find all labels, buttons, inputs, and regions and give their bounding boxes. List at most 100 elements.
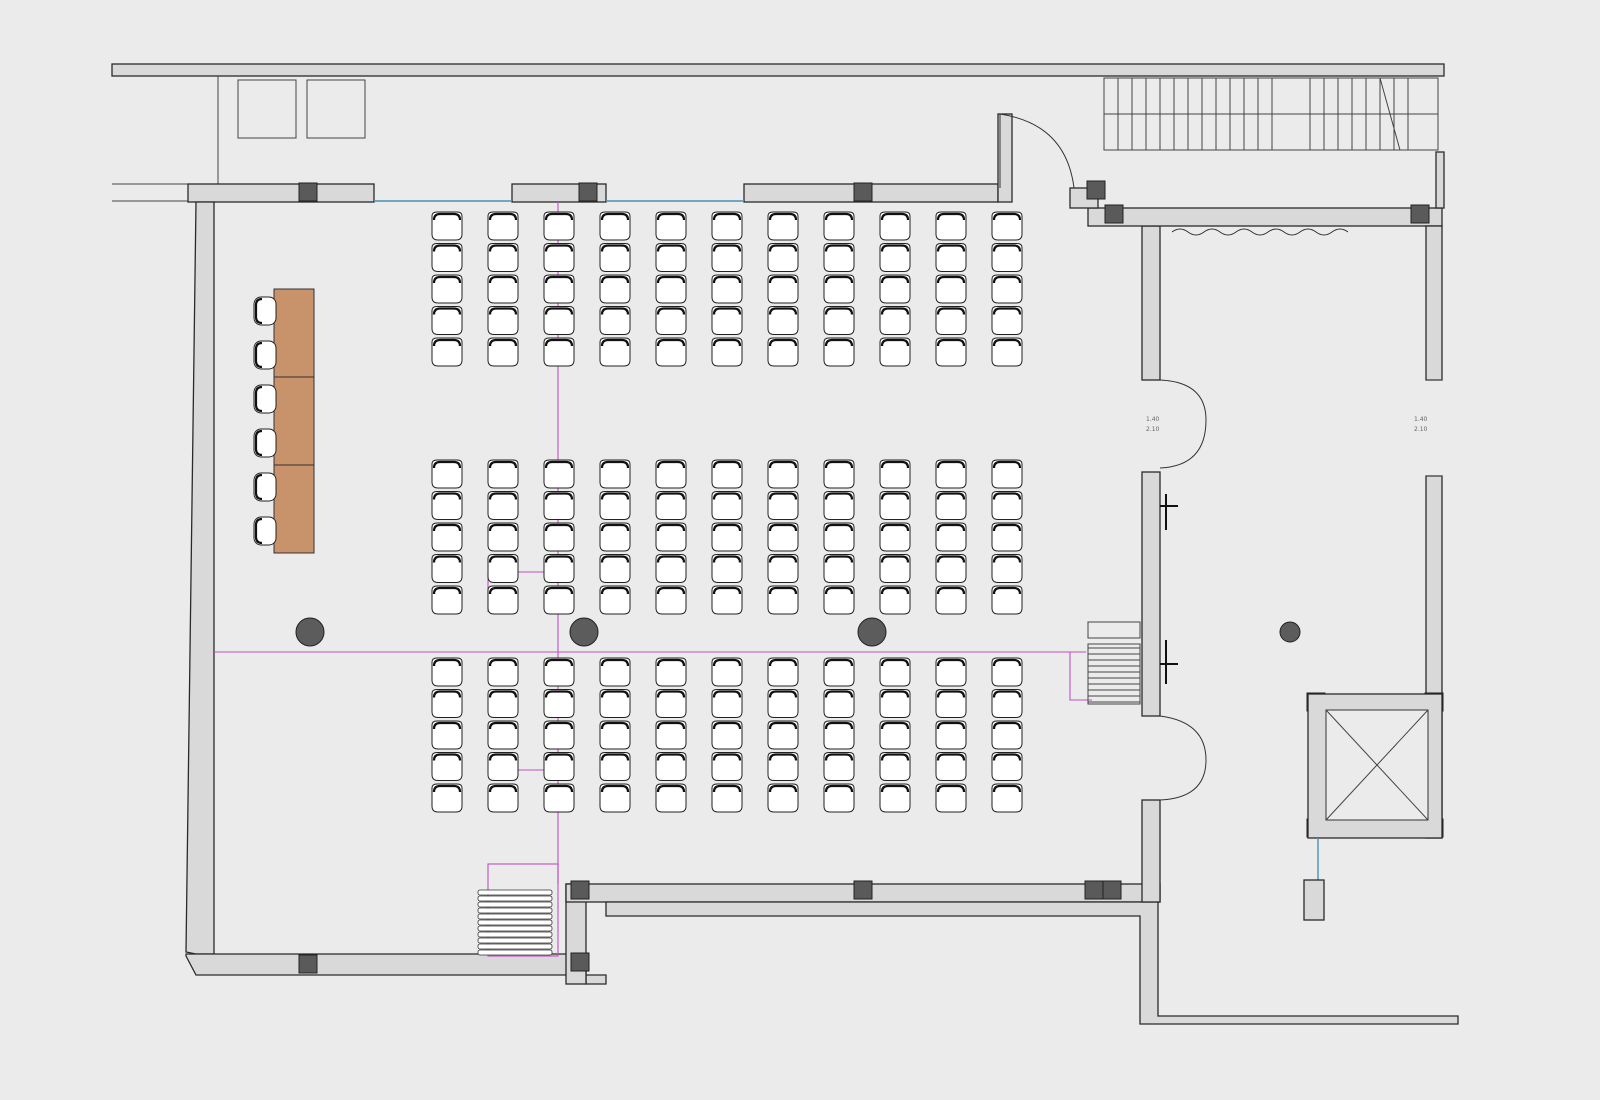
wall-column — [1086, 180, 1106, 200]
chair — [823, 522, 855, 552]
seating-block — [431, 459, 1023, 615]
chair — [991, 752, 1023, 781]
chair — [599, 585, 631, 615]
chair — [655, 459, 687, 489]
chair — [487, 689, 519, 718]
chair — [431, 211, 463, 241]
chair — [879, 459, 911, 489]
lift-control — [1303, 879, 1325, 921]
chair — [711, 306, 743, 335]
chair — [599, 689, 631, 718]
chair — [991, 211, 1023, 241]
table-segment — [273, 376, 315, 466]
side-door-south — [1159, 715, 1207, 801]
chair — [487, 783, 519, 813]
chair — [823, 554, 855, 583]
curtain — [1171, 228, 1349, 236]
chair — [767, 720, 799, 750]
chair — [935, 211, 967, 241]
stair-landing — [1087, 621, 1141, 639]
table-chair — [253, 340, 277, 370]
wall-column — [1102, 880, 1122, 900]
east-small-stair — [1087, 621, 1141, 705]
chair — [487, 274, 519, 304]
chair — [431, 720, 463, 750]
head-table — [253, 288, 315, 554]
chair — [823, 243, 855, 272]
chair — [879, 554, 911, 583]
upper-stair — [1103, 77, 1439, 151]
chair — [487, 337, 519, 367]
door-height-label-east: 2.10 — [1414, 426, 1428, 433]
foyer-east-stub — [1435, 151, 1445, 209]
chair — [655, 783, 687, 813]
chair — [879, 243, 911, 272]
chair — [487, 522, 519, 552]
chair — [823, 657, 855, 687]
chair — [991, 491, 1023, 520]
chair — [599, 491, 631, 520]
chair — [655, 554, 687, 583]
chair — [879, 783, 911, 813]
chair — [543, 554, 575, 583]
chair — [655, 274, 687, 304]
chair — [823, 783, 855, 813]
chair — [655, 689, 687, 718]
east-wall-south — [1141, 799, 1161, 903]
chair — [767, 783, 799, 813]
chair — [879, 752, 911, 781]
wall-column — [1104, 204, 1124, 224]
chair — [543, 783, 575, 813]
round-column — [569, 617, 599, 647]
chair — [711, 459, 743, 489]
seating-block — [431, 657, 1023, 813]
chair — [991, 306, 1023, 335]
chair — [711, 752, 743, 781]
chair — [599, 657, 631, 687]
chair — [431, 554, 463, 583]
chair — [879, 306, 911, 335]
entrance-door — [999, 113, 1075, 189]
chair — [655, 337, 687, 367]
door-width-label: 1.40 — [1146, 416, 1160, 423]
table-segment — [273, 288, 315, 378]
chair — [991, 522, 1023, 552]
chair — [879, 689, 911, 718]
chair — [543, 752, 575, 781]
chair — [767, 243, 799, 272]
south-west-stair — [477, 863, 559, 957]
chair — [767, 306, 799, 335]
chair — [431, 459, 463, 489]
top-window-1 — [237, 79, 297, 139]
chair — [711, 554, 743, 583]
chair — [823, 491, 855, 520]
chair — [935, 522, 967, 552]
chair — [935, 752, 967, 781]
chair — [543, 522, 575, 552]
chair — [543, 689, 575, 718]
chair — [991, 459, 1023, 489]
door-width-label-east: 1.40 — [1414, 416, 1428, 423]
chair — [767, 274, 799, 304]
chair — [935, 337, 967, 367]
wall-column — [298, 954, 318, 974]
seating-block — [431, 211, 1023, 367]
chair — [935, 783, 967, 813]
chair — [991, 657, 1023, 687]
chair — [655, 720, 687, 750]
wall-column — [1410, 204, 1430, 224]
chair — [879, 491, 911, 520]
chair — [431, 274, 463, 304]
table-chair — [253, 296, 277, 326]
chair — [487, 491, 519, 520]
round-columns — [295, 617, 1301, 647]
chair — [823, 720, 855, 750]
stair-treads — [477, 889, 553, 956]
chair — [543, 459, 575, 489]
door-height-label: 2.10 — [1146, 426, 1160, 433]
wall-column — [570, 880, 590, 900]
chair — [655, 657, 687, 687]
chair — [991, 337, 1023, 367]
chair — [543, 306, 575, 335]
round-column — [857, 617, 887, 647]
